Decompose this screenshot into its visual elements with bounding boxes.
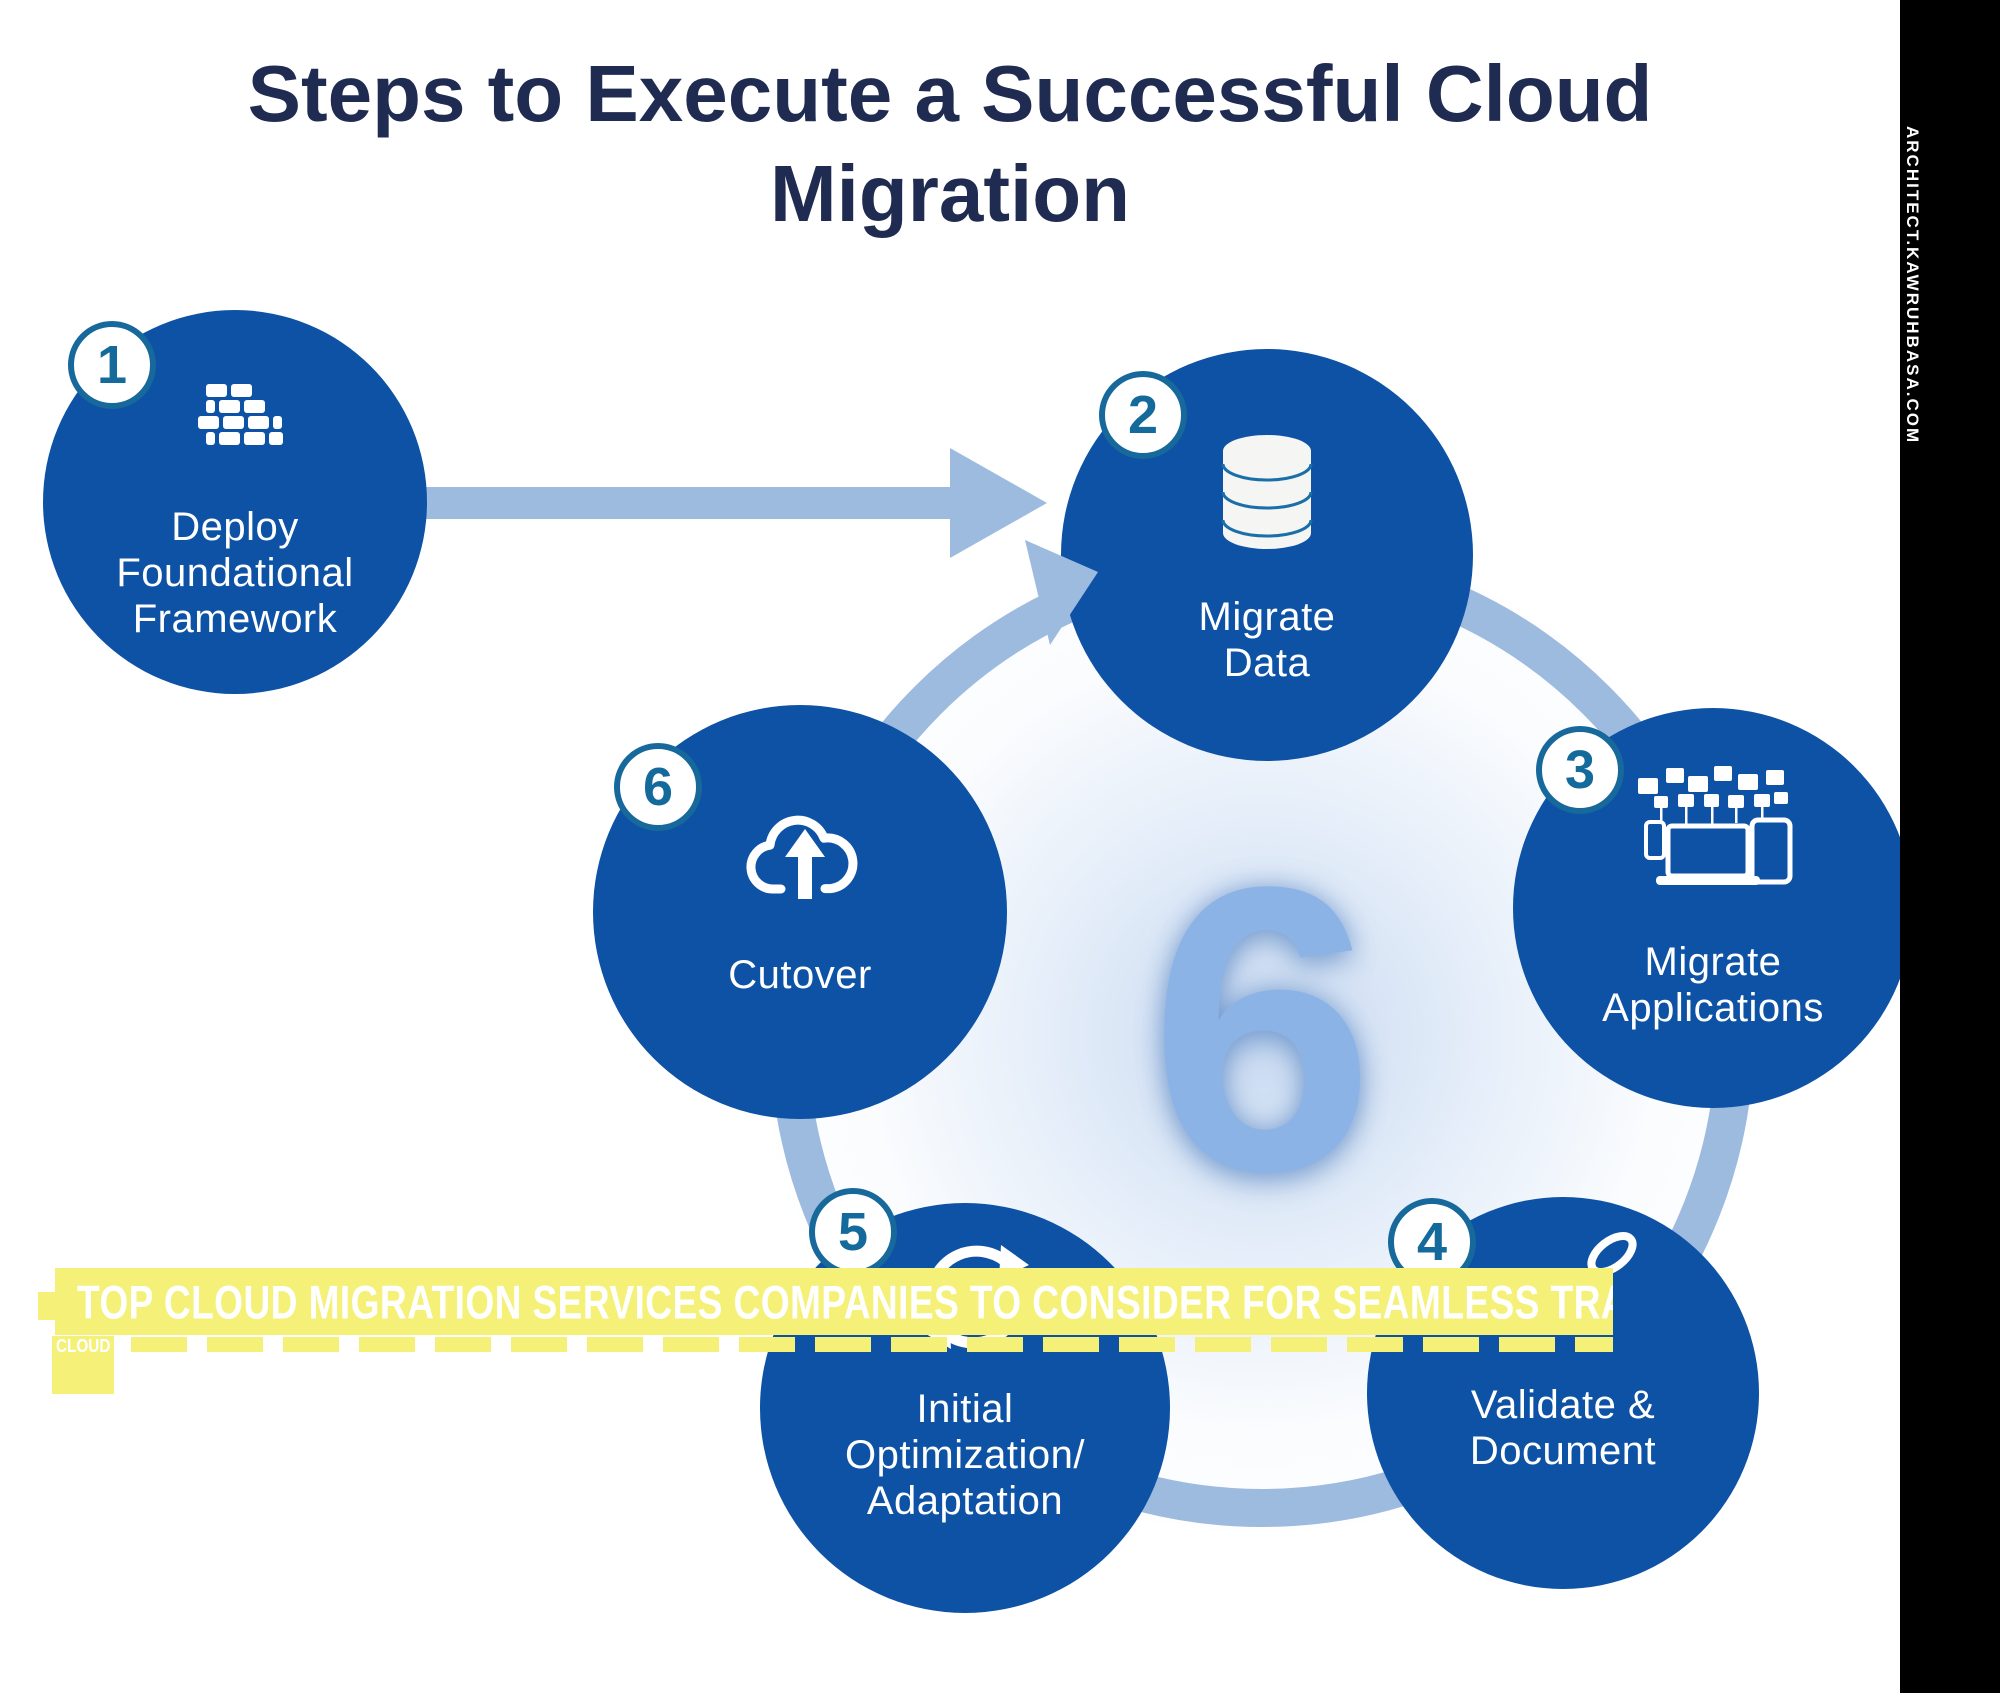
right-black-bar: ARCHITECT.KAWRUHBASA.COM	[1900, 0, 2000, 1693]
watermark-url: ARCHITECT.KAWRUHBASA.COM	[1903, 126, 1922, 445]
center-step-count: 6	[1149, 801, 1375, 1255]
step-circle-cutover: 6 Cutover	[593, 705, 1007, 1119]
tablet-icon	[1749, 817, 1793, 885]
brick-wall-icon	[198, 384, 283, 445]
page-title-line1: Steps to Execute a Successful Cloud	[247, 49, 1653, 138]
step-circle-migrate-data: 2 Migrate Data	[1061, 349, 1473, 761]
banner-left-notch	[38, 1292, 57, 1320]
step-circle-migrate-applications: 3 Migrate Applications	[1513, 708, 1913, 1108]
laptop-base-icon	[1656, 876, 1760, 885]
page-title-line2: Migration	[770, 149, 1130, 238]
step-number-badge: 3	[1536, 726, 1624, 814]
page-title: Steps to Execute a Successful Cloud Migr…	[0, 44, 1900, 244]
step-label: Validate & Document	[1469, 1383, 1657, 1473]
step-circle-validate-document: 4 Validate & Document	[1367, 1197, 1759, 1589]
step-label: Cutover	[728, 953, 872, 997]
step-label: Migrate Applications	[1602, 940, 1824, 1030]
devices-apps-icon	[1638, 766, 1793, 885]
step-number-badge: 1	[68, 321, 156, 409]
banner-highlight-fragments	[55, 1337, 1613, 1352]
database-icon	[1221, 435, 1313, 549]
step-label: Initial Optimization/ Adaptation	[845, 1387, 1085, 1523]
banner-headline: TOP CLOUD MIGRATION SERVICES COMPANIES T…	[77, 1275, 1613, 1328]
banner-tag-label: CLOUD	[56, 1336, 111, 1356]
step-label: Deploy Foundational Framework	[116, 505, 354, 641]
step-circle-deploy-foundational-framework: 1 Deploy Foundational Framework	[43, 310, 427, 694]
step-label: Migrate Data	[1198, 595, 1336, 685]
banner-tag: CLOUD	[52, 1336, 114, 1394]
step-number-badge: 2	[1099, 371, 1187, 459]
phone-icon	[1644, 820, 1666, 860]
cloud-upload-icon	[746, 815, 858, 899]
step1-arrow-shaft	[420, 487, 952, 519]
step1-arrow-head	[950, 448, 1047, 558]
banner-highlight: TOP CLOUD MIGRATION SERVICES COMPANIES T…	[55, 1268, 1613, 1335]
step-number-badge: 6	[614, 743, 702, 831]
cycle-arrow-head	[1025, 540, 1098, 645]
